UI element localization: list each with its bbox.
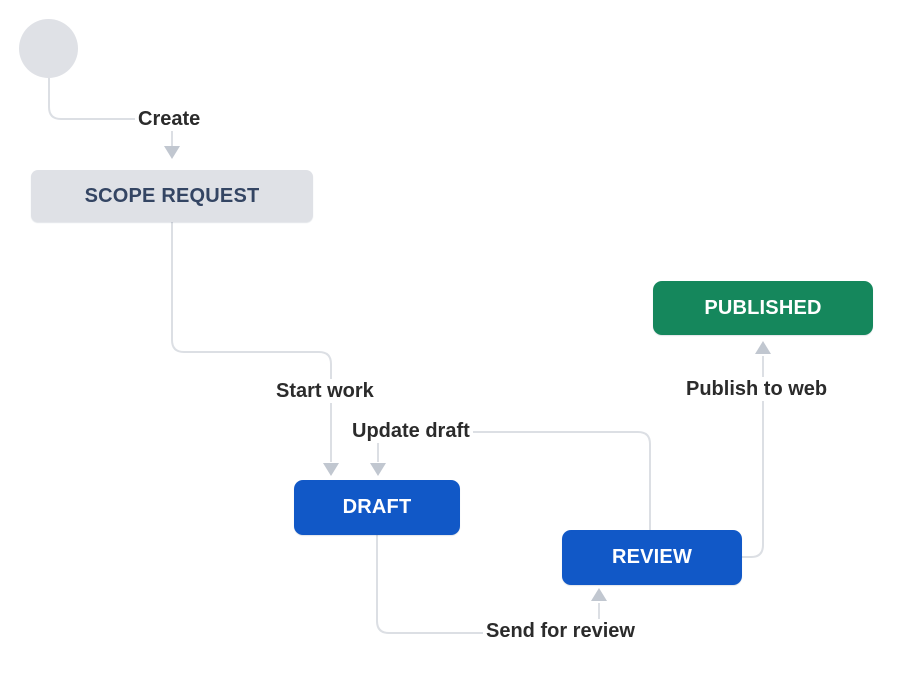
status-node-review[interactable]: REVIEW <box>562 530 742 585</box>
initial-node-circle[interactable] <box>19 19 78 78</box>
status-node-published[interactable]: PUBLISHED <box>653 281 873 335</box>
transition-label-update-draft[interactable]: Update draft <box>349 419 473 443</box>
status-node-draft[interactable]: DRAFT <box>294 480 460 535</box>
transition-label-publish-to-web[interactable]: Publish to web <box>683 377 831 401</box>
connector-publish-to-web <box>742 356 764 558</box>
arrowhead-create <box>164 146 180 159</box>
arrowhead-publish-to-web <box>755 341 771 354</box>
transition-label-create[interactable]: Create <box>135 107 204 131</box>
arrowhead-update-draft <box>370 463 386 476</box>
connector-start-work <box>171 222 332 462</box>
arrowhead-start-work <box>323 463 339 476</box>
arrowhead-send-for-review <box>591 588 607 601</box>
transition-label-start-work[interactable]: Start work <box>273 379 377 403</box>
transition-label-send-for-review[interactable]: Send for review <box>483 619 638 643</box>
status-node-scope-request[interactable]: SCOPE REQUEST <box>31 170 313 222</box>
